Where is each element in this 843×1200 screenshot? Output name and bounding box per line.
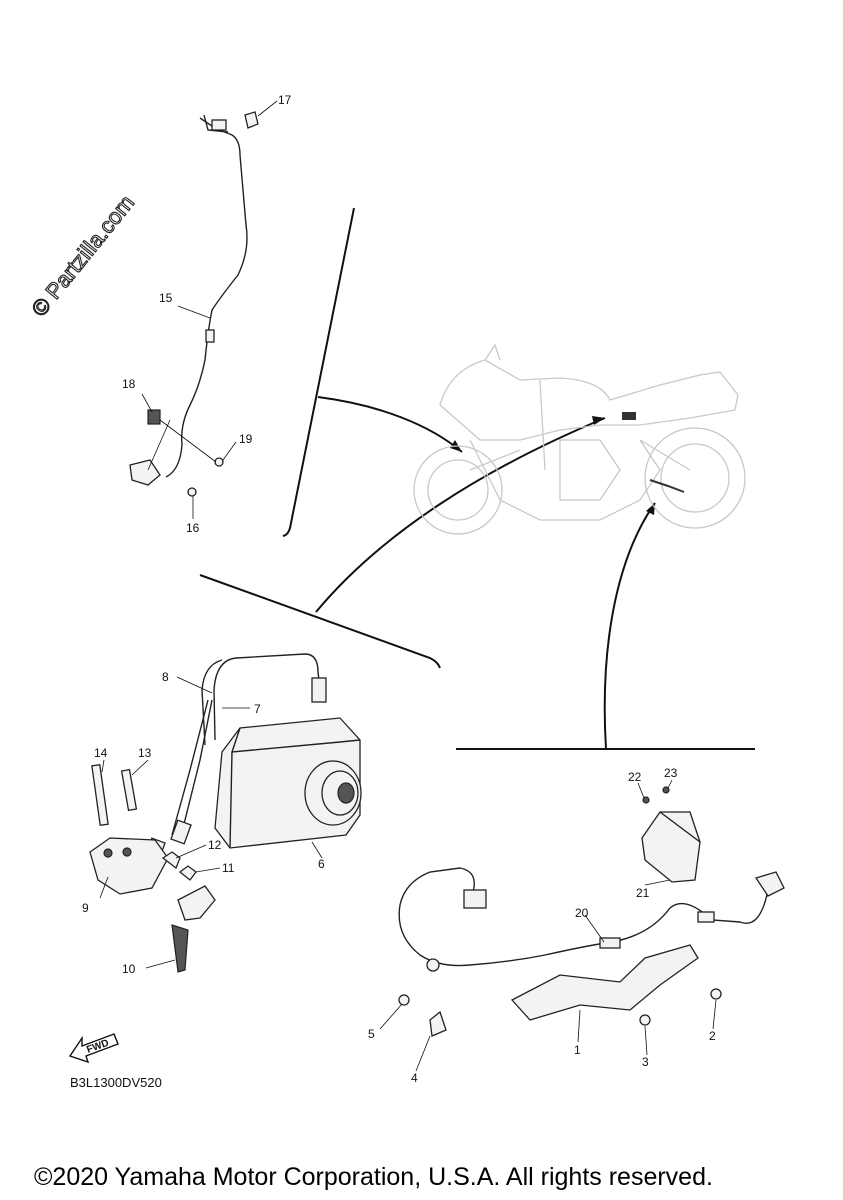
callout-5: 5 xyxy=(368,1027,375,1041)
copyright-notice: ©2020 Yamaha Motor Corporation, U.S.A. A… xyxy=(34,1163,713,1191)
rear-pointer-arrow xyxy=(603,502,656,750)
front-sensor-frame-line xyxy=(282,207,355,537)
motorcycle-silhouette xyxy=(413,343,746,535)
arrowhead-icon xyxy=(646,503,655,515)
callout-12: 12 xyxy=(208,838,222,852)
watermark-text: © Partzilla.com xyxy=(26,190,139,321)
callout-13: 13 xyxy=(138,746,152,760)
callout-17: 17 xyxy=(278,93,292,107)
callout-9: 9 xyxy=(82,901,89,915)
callout-7: 7 xyxy=(254,702,261,716)
callout-10: 10 xyxy=(122,962,136,976)
callout-19: 19 xyxy=(239,432,253,446)
callout-16: 16 xyxy=(186,521,200,535)
callout-14: 14 xyxy=(94,746,108,760)
callout-1: 1 xyxy=(574,1043,581,1057)
callout-3: 3 xyxy=(642,1055,649,1069)
callout-11: 11 xyxy=(222,861,235,875)
callout-6: 6 xyxy=(318,857,325,871)
rear-wheel-sensor-assembly xyxy=(398,786,785,1037)
callout-15: 15 xyxy=(159,291,173,305)
arrowhead-icon xyxy=(592,416,605,425)
callout-22: 22 xyxy=(628,770,642,784)
leader-lines xyxy=(99,100,717,1072)
callout-23: 23 xyxy=(664,766,678,780)
abs-unit-frame-line xyxy=(199,574,441,669)
abs-pointer-arrow xyxy=(315,417,606,613)
abs-hydraulic-unit-assembly xyxy=(89,653,362,973)
diagram-code: B3L1300DV520 xyxy=(70,1075,162,1090)
callout-4: 4 xyxy=(411,1071,418,1085)
front-wheel-sensor-assembly xyxy=(129,111,259,497)
callout-18: 18 xyxy=(122,377,136,391)
fwd-label: FWD xyxy=(85,1038,110,1056)
callout-20: 20 xyxy=(575,906,589,920)
front-pointer-arrow xyxy=(317,396,463,453)
callout-21: 21 xyxy=(636,886,650,900)
callout-2: 2 xyxy=(709,1029,716,1043)
forward-direction-arrow: FWD xyxy=(68,1033,119,1064)
callout-8: 8 xyxy=(162,670,169,684)
